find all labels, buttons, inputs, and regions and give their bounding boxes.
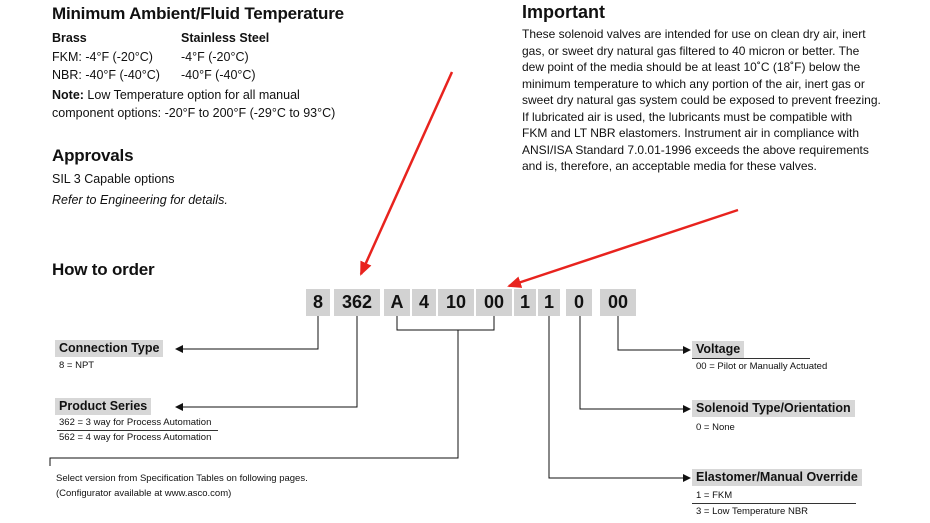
temp-row-nbr-brass: NBR: -40°F (-40°C) [52,68,160,82]
code-box-00: 00 [476,289,512,316]
important-line: These solenoid valves are intended for u… [522,27,866,41]
red-arrow-left [359,71,454,276]
voltage-label: Voltage [692,341,745,358]
temp-note-line1: Note: Low Temperature option for all man… [52,86,300,104]
code-box-a: A [384,289,410,316]
important-line: minimum temperature to which any portion… [522,76,865,91]
select-version-note: Select version from Specification Tables… [56,473,308,484]
elastomer-option-fkm: 1 = FKM [696,490,733,501]
connection-option: 8 = NPT [59,360,95,371]
red-arrow-right [507,208,739,288]
select-version-connector [49,330,459,466]
important-line: If lubricated air is used, the lubricant… [522,109,853,124]
note-label: Note: [52,88,84,102]
solenoid-connector [579,316,691,413]
connection-connector [175,316,319,353]
approvals-title: Approvals [52,146,134,165]
product-series-label: Product Series [55,398,152,415]
important-line: gas, or sweet dry natural gas filtered t… [522,43,860,58]
version-bracket [396,316,495,331]
important-line: sweet dry natural gas system could be ex… [522,93,881,107]
voltage-connector [617,316,691,354]
voltage-underline [692,358,810,359]
approvals-sil: SIL 3 Capable options [52,172,175,186]
series-divider [57,430,218,431]
elastomer-option-nbr: 3 = Low Temperature NBR [696,506,809,517]
code-box-1a: 1 [514,289,536,316]
important-line: and is, therefore, an acceptable media f… [522,159,817,173]
elastomer-label: Elastomer/Manual Override [692,469,862,486]
temp-row-fkm-brass: FKM: -4°F (-20°C) [52,50,153,64]
solenoid-option: 0 = None [696,422,735,433]
temp-row-nbr-steel: -40°F (-40°C) [181,68,256,82]
code-box-voltage: 00 [600,289,636,316]
temp-row-fkm-steel: -4°F (-20°C) [181,50,249,64]
series-option-562: 562 = 4 way for Process Automation [59,432,212,443]
order-title: How to order [52,260,155,279]
important-line: FKM and LT NBR elastomers. Instrument ai… [522,126,860,140]
important-body: These solenoid valves are intended for u… [522,26,892,175]
series-connector [175,316,358,411]
configurator-note: (Configurator available at www.asco.com) [56,488,232,499]
solenoid-label: Solenoid Type/Orientation [692,400,855,417]
code-box-series: 362 [334,289,380,316]
code-box-elastomer: 1 [538,289,560,316]
code-box-4: 4 [412,289,436,316]
important-title: Important [522,2,605,22]
elastomer-connector [548,316,691,482]
connection-type-label: Connection Type [55,340,164,357]
note-text: Low Temperature option for all manual [83,88,300,102]
code-box-connection: 8 [306,289,330,316]
brass-heading: Brass [52,31,87,45]
important-line: ANSI/ISA Standard 7.0.01-1996 exceeds th… [522,142,869,157]
steel-heading: Stainless Steel [181,31,270,45]
elastomer-divider [692,503,856,504]
code-box-solenoid: 0 [566,289,592,316]
code-box-10: 10 [438,289,474,316]
temp-note-line2: component options: -20°F to 200°F (-29°C… [52,106,336,120]
temperature-title: Minimum Ambient/Fluid Temperature [52,4,344,23]
series-option-362: 362 = 3 way for Process Automation [59,417,212,428]
important-line: dew point of the media should be at leas… [522,60,861,74]
approvals-refer: Refer to Engineering for details. [52,193,228,207]
voltage-option: 00 = Pilot or Manually Actuated [696,361,828,372]
